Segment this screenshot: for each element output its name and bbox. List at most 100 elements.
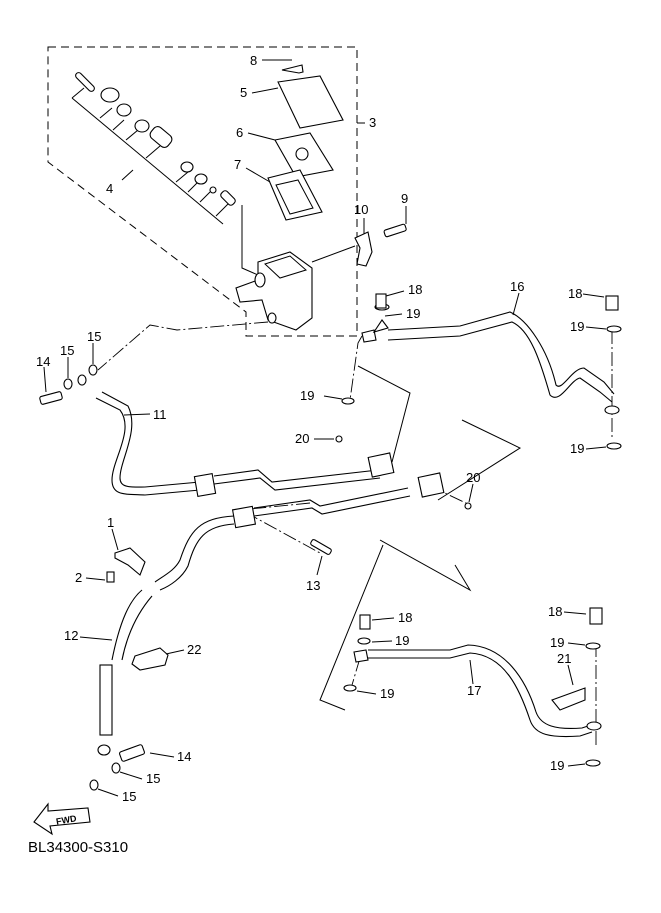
kit-boundary	[47, 46, 358, 337]
callout-2: 2	[75, 570, 82, 585]
washer	[111, 762, 121, 774]
callout-15-top-a: 15	[60, 343, 74, 358]
washer	[585, 759, 601, 767]
union-bolt	[589, 607, 603, 625]
union-bolt	[39, 391, 63, 405]
fwd-label: FWD	[55, 813, 77, 826]
boot	[100, 87, 120, 103]
cap-screw	[281, 64, 304, 74]
washer	[585, 642, 601, 650]
callout-3: 3	[369, 115, 376, 130]
joint-block	[231, 505, 257, 529]
piston-kit: 4	[71, 72, 259, 276]
callout-7: 7	[234, 157, 241, 172]
washer	[343, 684, 357, 692]
union-bolt	[375, 293, 387, 309]
callout-13: 13	[306, 578, 320, 593]
hose-bracket: 1 2	[75, 515, 146, 585]
washer	[63, 378, 73, 390]
joint-block	[193, 472, 217, 498]
callout-16: 16	[510, 279, 524, 294]
callout-6: 6	[236, 125, 243, 140]
hose-fitting	[99, 664, 113, 736]
union-bolt	[119, 744, 145, 762]
bracket	[114, 547, 146, 576]
union-bolt-top: 14 15 15	[36, 329, 101, 405]
union-bolt-bottom: 14 15 15	[89, 744, 191, 804]
brake-hose-12: 12	[64, 487, 411, 756]
bracket-bolt	[106, 571, 115, 583]
bolt-20	[464, 502, 472, 510]
master-cylinder-body	[235, 245, 356, 331]
callout-20-b: 20	[466, 470, 480, 485]
plate-vent	[295, 147, 309, 161]
callout-1: 1	[107, 515, 114, 530]
pin	[75, 72, 95, 92]
brake-hose-11: 11	[95, 391, 381, 498]
fwd-arrow-icon	[33, 802, 91, 836]
washer	[606, 325, 622, 333]
callout-18-b: 18	[568, 286, 582, 301]
joint-blocks: 20 20	[295, 431, 480, 510]
clip	[131, 647, 169, 671]
bolt	[310, 539, 332, 555]
washer	[89, 779, 99, 791]
seal	[194, 173, 208, 185]
callout-21: 21	[557, 651, 571, 666]
diaphragm	[267, 169, 323, 221]
callout-10: 10	[354, 202, 368, 217]
joint-block	[367, 452, 395, 478]
clamp-bolt	[383, 223, 407, 238]
callout-19-f: 19	[380, 686, 394, 701]
union-bolt	[359, 614, 371, 630]
callout-14-bottom: 14	[177, 749, 191, 764]
callout-18-d: 18	[548, 604, 562, 619]
callout-8: 8	[250, 53, 257, 68]
callout-19-a: 19	[406, 306, 420, 321]
clamp-assembly: 10 9	[354, 191, 408, 267]
bolt-13: 13	[306, 539, 332, 593]
brake-hose-16: 16 18 19 19 18 19 19	[300, 279, 622, 456]
callout-22: 22	[187, 642, 201, 657]
joint-block	[417, 472, 445, 498]
brake-hose-17: 18 19 19 17 21 18 19 19	[343, 604, 603, 773]
callout-18-a: 18	[408, 282, 422, 297]
callout-19-e: 19	[395, 633, 409, 648]
washer	[357, 637, 371, 645]
callout-4: 4	[106, 181, 113, 196]
diagram-code: BL34300-S310	[28, 839, 128, 856]
callout-5: 5	[240, 85, 247, 100]
callout-19-c: 19	[570, 319, 584, 334]
callout-19-g: 19	[550, 635, 564, 650]
callout-11: 11	[153, 407, 167, 422]
callout-20-a: 20	[295, 431, 309, 446]
forward-arrow: FWD	[33, 802, 91, 836]
callout-14-top: 14	[36, 354, 50, 369]
callout-9: 9	[401, 191, 408, 206]
spring	[220, 190, 236, 206]
hose-clip: 22	[131, 642, 201, 671]
washer	[341, 397, 355, 405]
washer	[606, 442, 622, 450]
bolt-20	[335, 435, 343, 443]
callout-19-h: 19	[550, 758, 564, 773]
callout-19-b: 19	[300, 388, 314, 403]
clamp	[354, 231, 373, 267]
connection-lines	[97, 321, 613, 745]
washer	[88, 364, 98, 376]
circlip	[116, 103, 132, 117]
callout-15-bottom-a: 15	[146, 771, 160, 786]
callout-12: 12	[64, 628, 78, 643]
callout-18-c: 18	[398, 610, 412, 625]
callout-15-top-b: 15	[87, 329, 101, 344]
callout-17: 17	[467, 683, 481, 698]
o-ring	[180, 161, 194, 173]
callout-15-bottom-b: 15	[122, 789, 136, 804]
callout-19-d: 19	[570, 441, 584, 456]
cup	[134, 119, 150, 133]
hose-holder	[551, 687, 586, 711]
reservoir-parts: 8 5 6 7 3	[234, 53, 376, 221]
banjo	[77, 374, 87, 386]
reservoir-cap	[277, 75, 344, 129]
